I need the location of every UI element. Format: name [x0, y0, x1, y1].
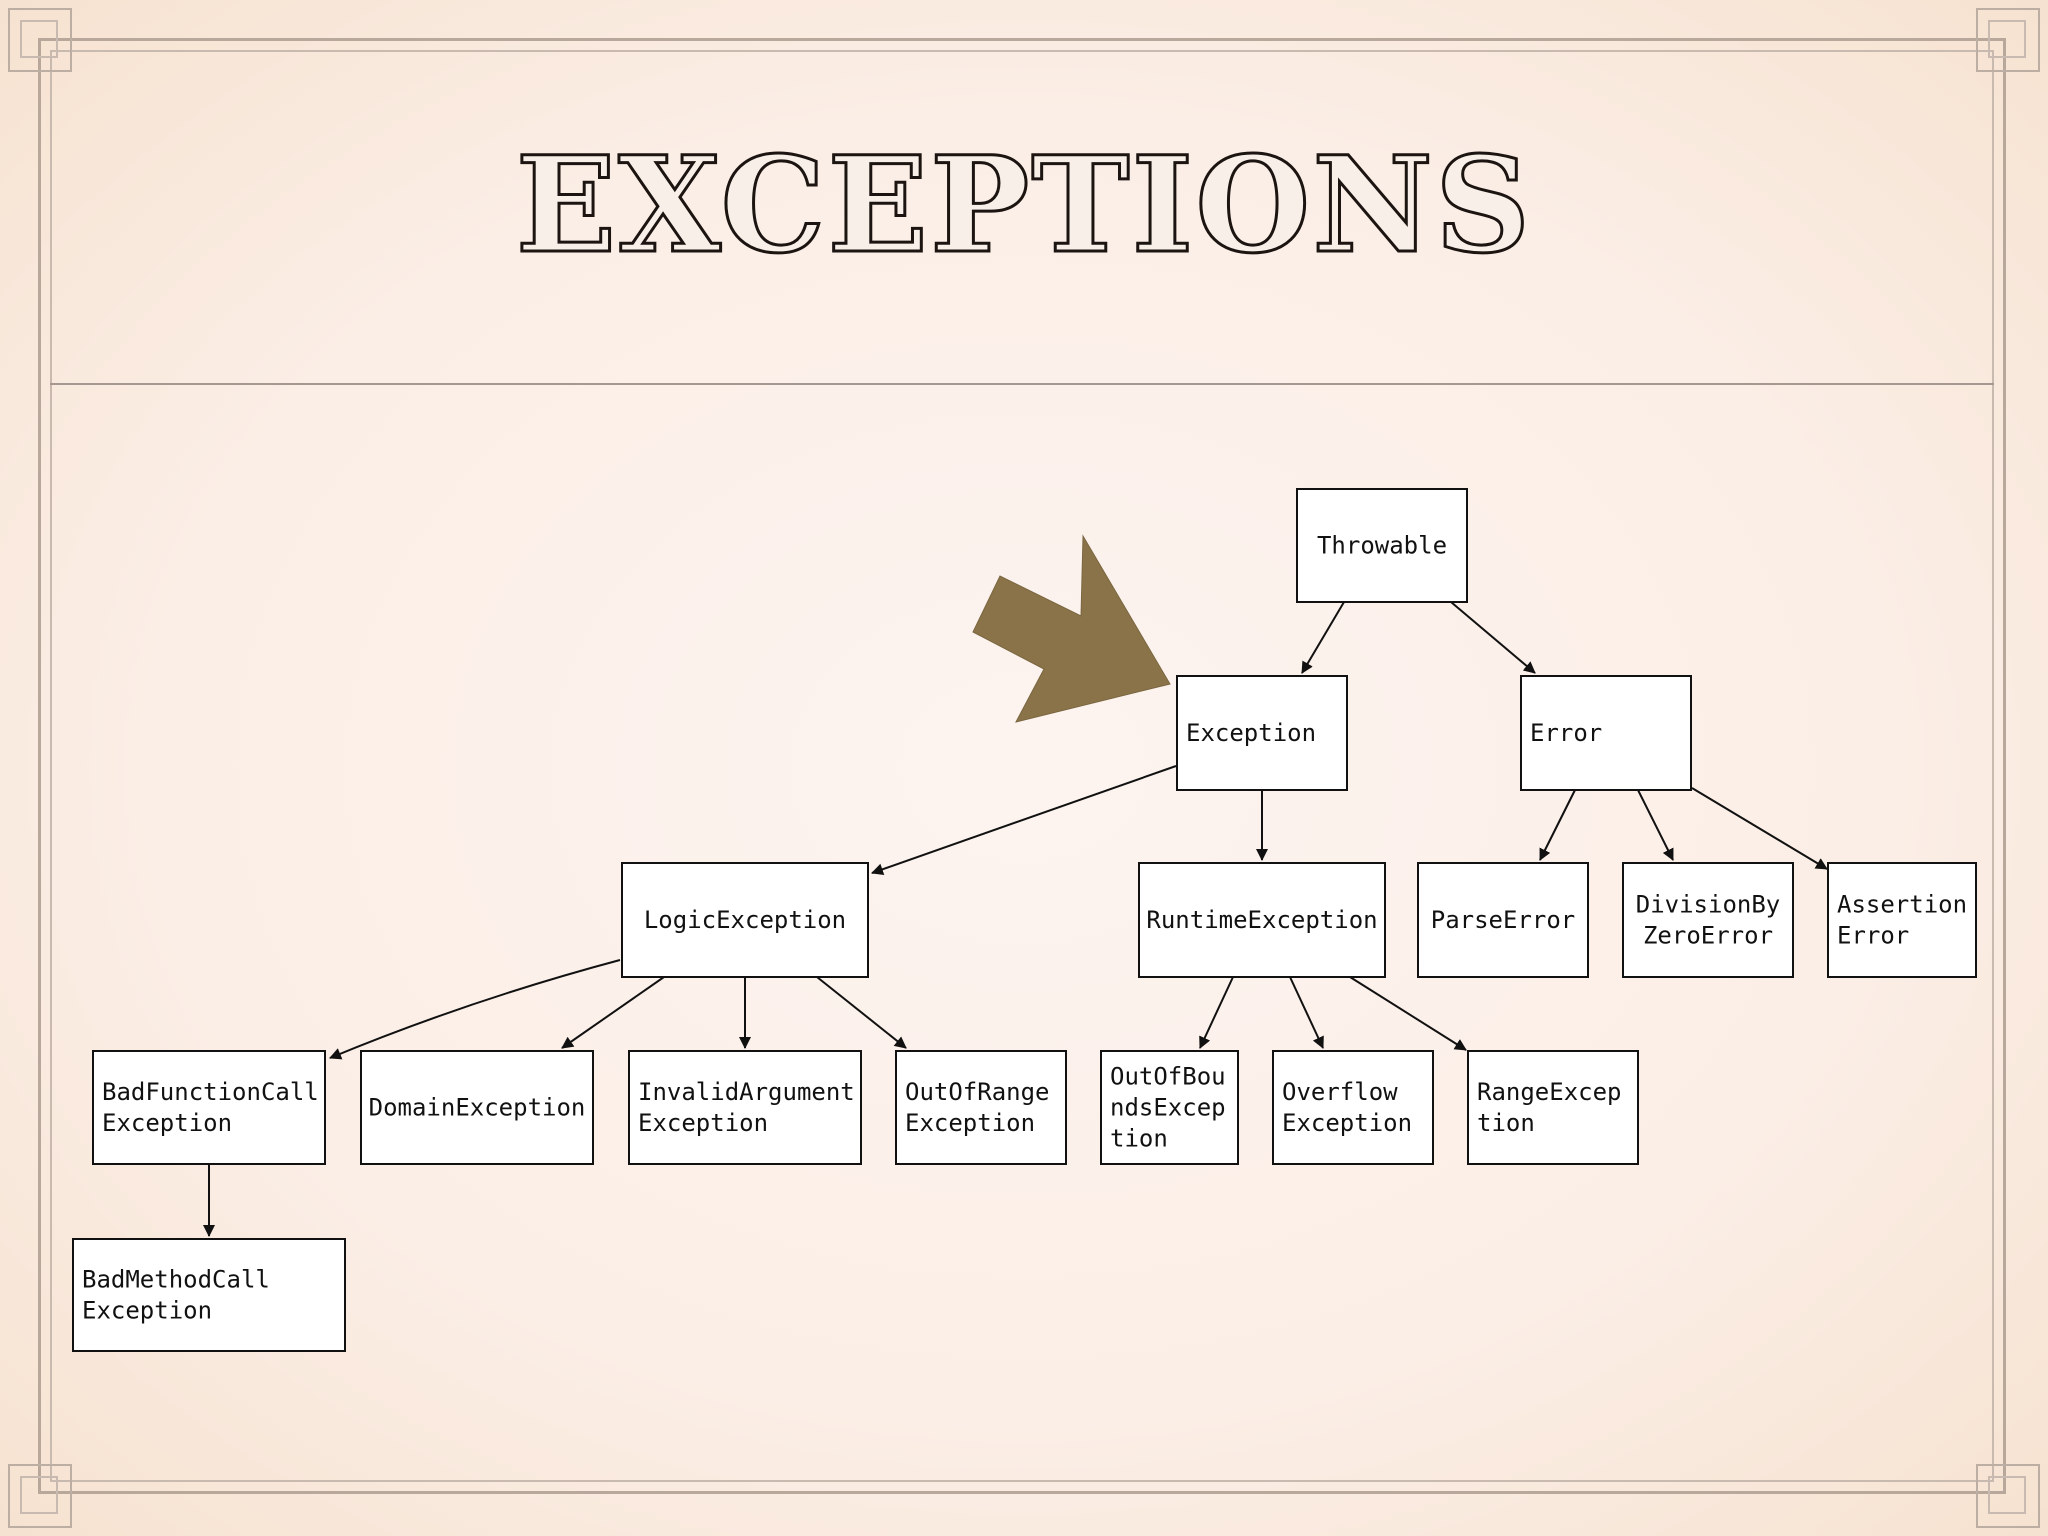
- node-box-outofbounds: [1100, 1050, 1239, 1165]
- node-label-range: tion: [1477, 1109, 1535, 1137]
- slide-title: EXCEPTIONS: [514, 128, 1533, 283]
- edge-runtime-outofbounds: [1199, 976, 1234, 1049]
- corner-ornament-bottom-left: [8, 1464, 72, 1528]
- node-label-assertion: Error: [1837, 922, 1909, 950]
- node-box-overflow: [1272, 1050, 1434, 1165]
- edge-logic-outofrange: [816, 976, 907, 1049]
- node-label-exception: Exception: [1186, 719, 1316, 747]
- node-label-domain: DomainException: [369, 1094, 586, 1122]
- node-parse: ParseError: [1417, 862, 1589, 978]
- node-error: Error: [1520, 675, 1692, 791]
- corner-ornament-top-right: [1976, 8, 2040, 72]
- node-label-logic: LogicException: [644, 906, 846, 934]
- node-label-throwable: Throwable: [1317, 532, 1447, 560]
- node-label-badfunc: Exception: [102, 1109, 232, 1137]
- node-label-outofrange: OutOfRange: [905, 1078, 1050, 1106]
- node-label-parse: ParseError: [1431, 906, 1576, 934]
- node-box-error: [1520, 675, 1692, 791]
- node-box-assertion: [1827, 862, 1977, 978]
- slide-frame-outer: [38, 38, 2006, 1494]
- node-box-parse: [1417, 862, 1589, 978]
- node-runtime: RuntimeException: [1138, 862, 1386, 978]
- node-box-badmethod: [72, 1238, 346, 1352]
- node-box-throwable: [1296, 488, 1468, 603]
- node-box-outofrange: [895, 1050, 1067, 1165]
- node-label-divzero: ZeroError: [1643, 922, 1773, 950]
- node-box-invalidarg: [628, 1050, 862, 1165]
- node-label-invalidarg: Exception: [638, 1109, 768, 1137]
- edge-error-assertion: [1691, 787, 1828, 870]
- node-label-runtime: RuntimeException: [1146, 906, 1377, 934]
- node-outofbounds: OutOfBou ndsExcep tion: [1100, 1050, 1239, 1165]
- node-label-error: Error: [1530, 719, 1602, 747]
- node-box-runtime: [1138, 862, 1386, 978]
- node-domain: DomainException: [360, 1050, 594, 1165]
- node-label-overflow: Overflow: [1282, 1078, 1398, 1106]
- node-logic: LogicException: [621, 862, 869, 978]
- edge-logic-badfunc: [329, 959, 621, 1060]
- title-divider: [50, 383, 1994, 385]
- edge-throwable-error: [1450, 601, 1536, 674]
- node-label-outofbounds: OutOfBou: [1110, 1063, 1226, 1091]
- node-box-domain: [360, 1050, 594, 1165]
- edge-error-parse: [1539, 789, 1576, 861]
- node-label-outofbounds: tion: [1110, 1125, 1168, 1153]
- edge-exception-logic: [871, 765, 1177, 876]
- node-box-logic: [621, 862, 869, 978]
- node-label-badmethod: Exception: [82, 1297, 212, 1325]
- node-label-outofrange: Exception: [905, 1109, 1035, 1137]
- edges-layer: [203, 601, 1828, 1237]
- corner-ornament-top-left: [8, 8, 72, 72]
- edge-runtime-overflow: [1289, 976, 1324, 1049]
- edge-error-divzero: [1637, 789, 1674, 861]
- node-label-divzero: DivisionBy: [1636, 891, 1781, 919]
- node-label-overflow: Exception: [1282, 1109, 1412, 1137]
- node-range: RangeExcep tion: [1467, 1050, 1639, 1165]
- edge-logic-domain: [561, 976, 665, 1049]
- node-label-invalidarg: InvalidArgument: [638, 1078, 855, 1106]
- slide-frame-inner: [50, 50, 1994, 1482]
- node-label-badmethod: BadMethodCall: [82, 1266, 270, 1294]
- node-throwable: Throwable: [1296, 488, 1468, 603]
- node-box-badfunc: [92, 1050, 326, 1165]
- edge-runtime-range: [1349, 976, 1467, 1051]
- node-box-exception: [1176, 675, 1348, 791]
- node-box-divzero: [1622, 862, 1794, 978]
- corner-ornament-bottom-right: [1976, 1464, 2040, 1528]
- edge-throwable-exception: [1301, 601, 1345, 674]
- arrow-pointer-icon: [972, 534, 1171, 723]
- node-exception: Exception: [1176, 675, 1348, 791]
- node-label-outofbounds: ndsExcep: [1110, 1094, 1226, 1122]
- node-label-badfunc: BadFunctionCall: [102, 1078, 319, 1106]
- node-label-assertion: Assertion: [1837, 891, 1967, 919]
- node-label-range: RangeExcep: [1477, 1078, 1622, 1106]
- node-box-range: [1467, 1050, 1639, 1165]
